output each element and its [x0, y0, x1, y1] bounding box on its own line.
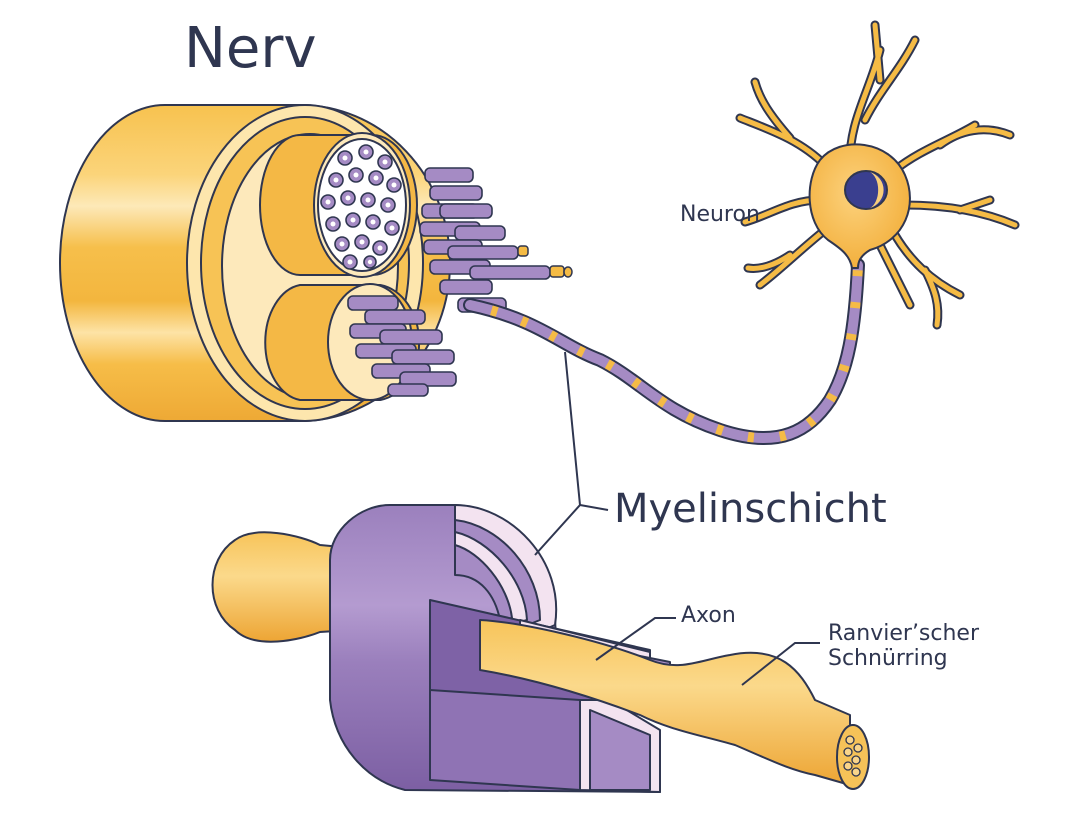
neuron-nucleus — [844, 170, 888, 210]
myelin-leader-line — [534, 351, 582, 556]
left-node-bulb — [211, 531, 353, 643]
myelinated-axon — [463, 258, 865, 445]
ranvier-node-label-line2: Schnürring — [828, 646, 948, 672]
fascicle-upper — [259, 132, 418, 278]
ranvier-node-label-line1: Ranvier’scher — [828, 621, 980, 646]
diagram-title: Nerv — [184, 16, 317, 81]
neuron-cell — [735, 20, 1020, 330]
emerging-fiber-bundle-upper — [419, 167, 551, 313]
axon-end-cap — [836, 724, 870, 790]
fiber-tips — [517, 245, 573, 278]
nerve-cross-section — [59, 104, 573, 422]
emerging-fiber-bundle-lower — [347, 295, 457, 397]
neuron-label: Neuron — [680, 202, 760, 227]
fiber-closeup — [211, 504, 870, 793]
ranvier-node-label: Ranvier’scher Schnürring — [828, 621, 979, 672]
axon-leader-line — [595, 617, 676, 661]
myelin-label: Myelinschicht — [614, 486, 887, 532]
axon-label: Axon — [681, 603, 736, 628]
leader-lines — [534, 351, 820, 686]
ranvier-leader-line — [741, 642, 820, 686]
